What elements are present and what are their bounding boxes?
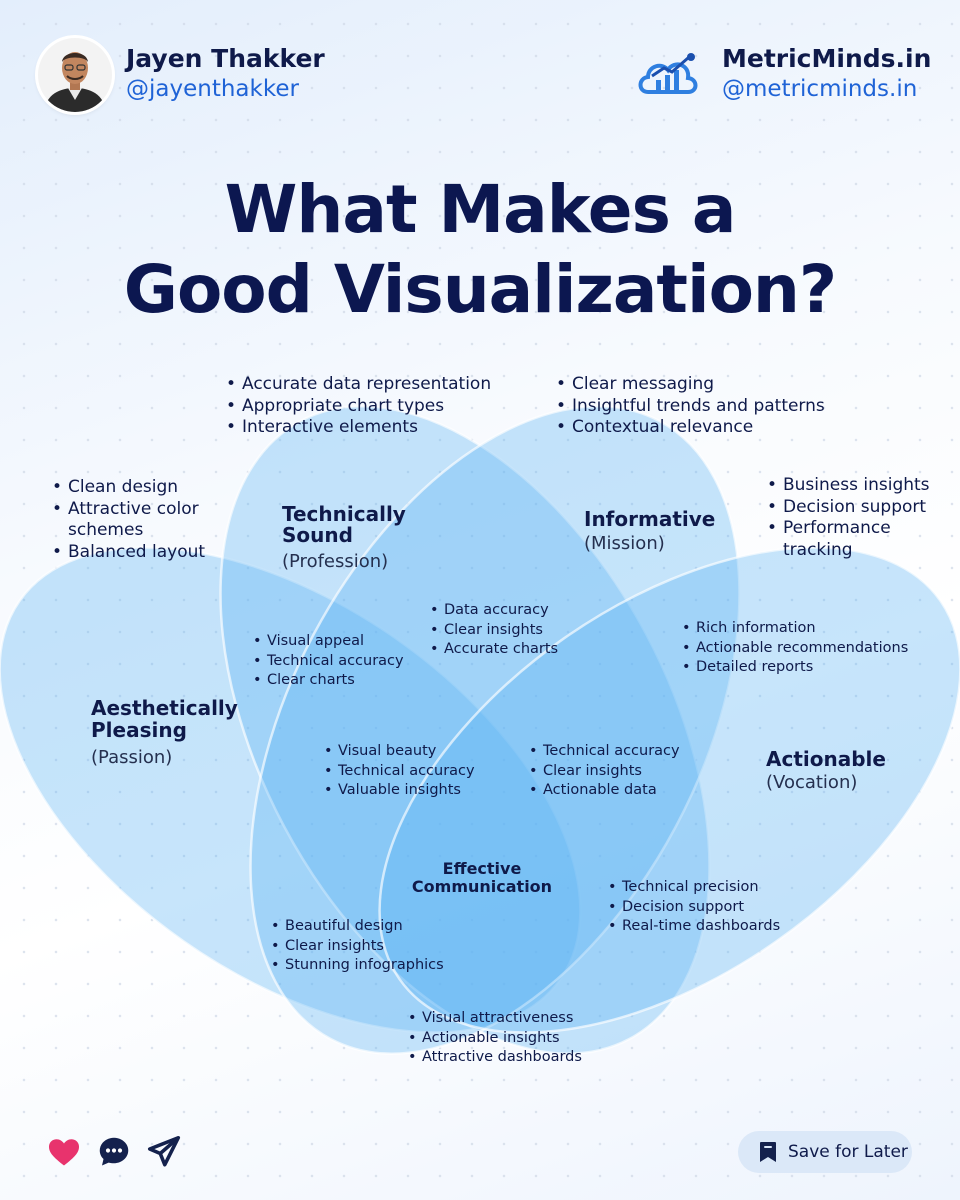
list-item: Visual beauty	[322, 742, 475, 762]
set-name-aesthetically-line-2: Pleasing	[91, 718, 187, 742]
region-list-aesthetic-technical-informative: Visual beauty Technical accuracy Valuabl…	[322, 742, 475, 801]
region-list-aesthetic-actionable: Visual attractiveness Actionable insight…	[406, 1009, 582, 1068]
comment-icon[interactable]	[96, 1134, 132, 1170]
list-item: Stunning infographics	[269, 956, 444, 976]
list-item: Clear insights	[269, 937, 444, 957]
region-list-technical-informative: Data accuracy Clear insights Accurate ch…	[428, 601, 558, 660]
set-name-technically-line-1: Technically	[282, 502, 406, 526]
set-sub-actionable: (Vocation)	[766, 772, 858, 793]
set-sub-informative: (Mission)	[584, 533, 665, 554]
set-name-informative: Informative	[584, 507, 716, 531]
outer-list-technically-sound: Accurate data representation Appropriate…	[224, 374, 491, 439]
list-item: Actionable insights	[406, 1029, 582, 1049]
set-sub-aesthetically-pleasing: (Passion)	[91, 747, 173, 768]
list-item: schemes	[68, 520, 144, 540]
list-item: Beautiful design	[269, 917, 444, 937]
list-item: Decision support	[765, 497, 930, 519]
page-title-line-2: Good Visualization?	[123, 251, 837, 328]
list-item: Contextual relevance	[554, 417, 825, 439]
center-label-line-2: Communication	[411, 877, 553, 896]
list-item: Technical accuracy	[322, 762, 475, 782]
list-item: Attractive dashboards	[406, 1048, 582, 1068]
region-list-aesthetic-informative: Beautiful design Clear insights Stunning…	[269, 917, 444, 976]
save-for-later-label: Save for Later	[788, 1142, 908, 1162]
region-list-technical-actionable: Technical precision Decision support Rea…	[606, 878, 780, 937]
list-item: Technical accuracy	[527, 742, 680, 762]
center-label-line-1: Effective	[442, 859, 522, 878]
list-item: Clear charts	[251, 671, 404, 691]
list-item: Accurate data representation	[224, 374, 491, 396]
list-item: Attractive color	[50, 499, 205, 521]
list-item: Rich information	[680, 619, 908, 639]
list-item: Business insights	[765, 475, 930, 497]
author-handle[interactable]: @jayenthakker	[126, 76, 299, 102]
list-item: Clear messaging	[554, 374, 825, 396]
list-item: Insightful trends and patterns	[554, 396, 825, 418]
list-item: Technical precision	[606, 878, 780, 898]
set-name-aesthetically-line-1: Aesthetically	[91, 696, 238, 720]
set-name-actionable: Actionable	[766, 747, 886, 771]
brand-logo-icon	[636, 52, 702, 98]
list-item: Accurate charts	[428, 640, 558, 660]
outer-list-aesthetically-pleasing: Clean design Attractive color schemes Ba…	[50, 477, 205, 563]
send-icon[interactable]	[146, 1134, 182, 1170]
list-item: Clear insights	[527, 762, 680, 782]
heart-icon[interactable]	[46, 1134, 82, 1170]
list-item: Valuable insights	[322, 781, 475, 801]
set-name-technically-line-2: Sound	[282, 523, 353, 547]
list-item: Actionable recommendations	[680, 639, 908, 659]
list-item: Balanced layout	[50, 542, 205, 564]
list-item: Technical accuracy	[251, 652, 404, 672]
bookmark-icon	[760, 1142, 776, 1162]
outer-list-informative: Clear messaging Insightful trends and pa…	[554, 374, 825, 439]
list-item: Real-time dashboards	[606, 917, 780, 937]
list-item: Actionable data	[527, 781, 680, 801]
list-item: Interactive elements	[224, 417, 491, 439]
list-item: Clear insights	[428, 621, 558, 641]
region-list-technical-informative-actionable: Technical accuracy Clear insights Action…	[527, 742, 680, 801]
list-item: Decision support	[606, 898, 780, 918]
brand-name: MetricMinds.in	[722, 44, 932, 73]
list-item: Data accuracy	[428, 601, 558, 621]
list-item: Visual appeal	[251, 632, 404, 652]
author-name: Jayen Thakker	[126, 44, 325, 73]
list-item: tracking	[783, 539, 853, 560]
set-sub-technically-sound: (Profession)	[282, 551, 389, 572]
list-item: Performance	[765, 518, 930, 540]
author-avatar[interactable]	[38, 38, 112, 112]
list-item: Appropriate chart types	[224, 396, 491, 418]
list-item: Visual attractiveness	[406, 1009, 582, 1029]
list-item: Detailed reports	[680, 658, 908, 678]
list-item: Clean design	[50, 477, 205, 499]
page-title-line-1: What Makes a	[224, 171, 737, 248]
region-list-informative-actionable: Rich information Actionable recommendati…	[680, 619, 908, 678]
save-for-later-button[interactable]: Save for Later	[738, 1131, 912, 1173]
brand-handle[interactable]: @metricminds.in	[722, 76, 918, 102]
outer-list-actionable: Business insights Decision support Perfo…	[765, 475, 930, 561]
region-list-aesthetic-technical: Visual appeal Technical accuracy Clear c…	[251, 632, 404, 691]
